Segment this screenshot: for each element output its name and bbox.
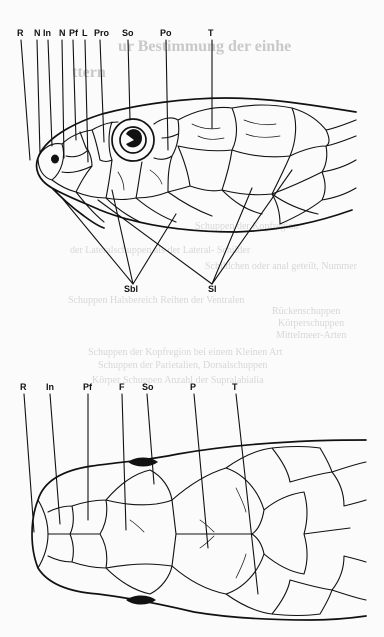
lateral-label-Sbl: Sbl [124,284,138,294]
temporal-scales [178,105,296,195]
lateral-label-Pf: Pf [69,28,79,38]
pupil-icon [126,129,142,147]
dorsal-temporal-scales [226,447,366,616]
lateral-label-In: In [43,28,51,38]
leader-In [48,40,52,146]
leader-Pro [100,40,104,142]
dorsal-label-R: R [20,382,27,392]
lateral-label-So: So [122,28,134,38]
lateral-label-Pro: Pro [94,28,110,38]
lateral-label-N1: N [34,28,41,38]
lateral-leader-lines [21,40,292,284]
leader-Sl-3 [212,170,292,284]
dorsal-head-outline [32,440,366,620]
dorsal-label-Pf: Pf [83,382,93,392]
dorsal-label-So: So [142,382,154,392]
dorsal-head-drawing [32,440,366,620]
lateral-head-drawing [37,98,356,232]
lateral-label-L: L [82,28,88,38]
leader-N1 [37,40,40,154]
dorsal-frontal-scale [106,500,176,568]
leader-dorsal-P [194,394,208,548]
lateral-label-Sl: Sl [208,284,217,294]
dorsal-label-F: F [119,382,125,392]
lateral-eye-ring [112,119,154,161]
leader-Po [166,40,168,150]
sublabial-scales [76,190,318,222]
dorsal-label-In: In [46,382,54,392]
leader-Sbl-1 [62,198,133,284]
leader-Sbl-2 [112,190,133,284]
leader-dorsal-In [50,394,60,524]
lateral-label-Po: Po [160,28,172,38]
dorsal-label-T: T [232,382,238,392]
dorsal-parietal-scales [172,468,264,594]
leader-R [21,40,30,160]
dorsal-supraocular-scales [106,470,172,594]
dorsal-label-P: P [190,382,196,392]
leader-N2 [62,40,64,158]
body-scales-upper [272,108,356,224]
lateral-label-T: T [208,28,214,38]
leader-L [85,40,88,162]
lateral-label-N2: N [59,28,66,38]
leader-Sl-1 [98,200,212,284]
leader-dorsal-R [24,394,34,532]
nostril-icon [51,155,59,164]
lateral-label-R: R [17,28,24,38]
dorsal-rostral-scale [38,500,48,568]
dorsal-internasal-prefrontal [48,500,107,568]
